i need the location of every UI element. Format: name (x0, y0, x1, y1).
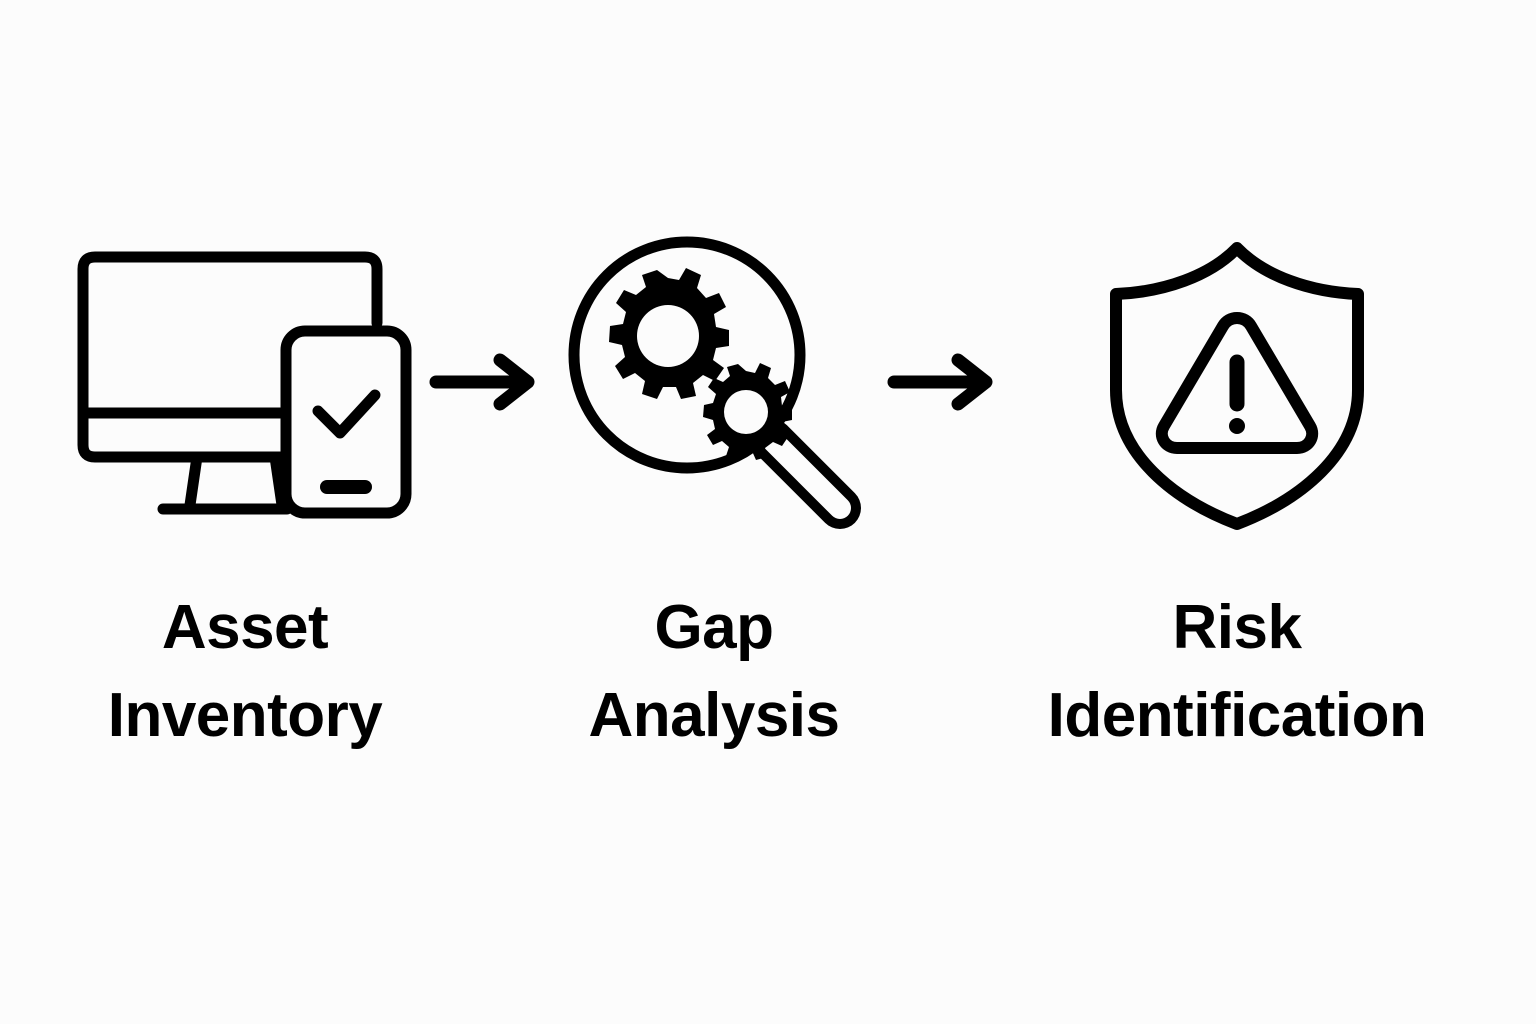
gear-large (609, 268, 729, 399)
shield-outline (1110, 242, 1364, 530)
shield-warning-icon (1102, 232, 1372, 532)
monitor-stand (184, 451, 288, 511)
stage-label-risk-identification: Risk Identification (1047, 593, 1427, 751)
arrow-right-icon (887, 353, 993, 411)
gear-large-hub (637, 305, 699, 367)
stage-risk-identification[interactable]: Risk Identification (1002, 0, 1472, 760)
magnifier-icon-svg (568, 236, 861, 529)
exclamation-dot (1229, 418, 1245, 434)
gear-small (703, 363, 792, 460)
arrow-head (951, 353, 993, 411)
monitor-outline (77, 251, 383, 463)
stage-asset-inventory[interactable]: Asset Inventory (64, 0, 426, 760)
smartphone-outline (280, 325, 412, 519)
gear-small-hub (724, 390, 768, 434)
devices-monitor-phone-check-icon (75, 232, 415, 532)
stage-label-asset-inventory: Asset Inventory (107, 593, 383, 751)
connector-2 (884, 232, 1002, 532)
devices-icon-svg (77, 251, 412, 519)
magnifier-handle-inner (761, 429, 851, 519)
arrow-right-icon (429, 353, 535, 411)
shield-icon-svg (1110, 242, 1364, 530)
connector-1 (426, 232, 544, 532)
checkmark-icon (312, 389, 381, 439)
arrow-head (493, 353, 535, 411)
stage-label-gap-analysis: Gap Analysis (588, 593, 840, 751)
magnifier-gears-icon (564, 232, 864, 532)
stage-gap-analysis[interactable]: Gap Analysis (544, 0, 884, 760)
warning-triangle (1155, 312, 1319, 454)
